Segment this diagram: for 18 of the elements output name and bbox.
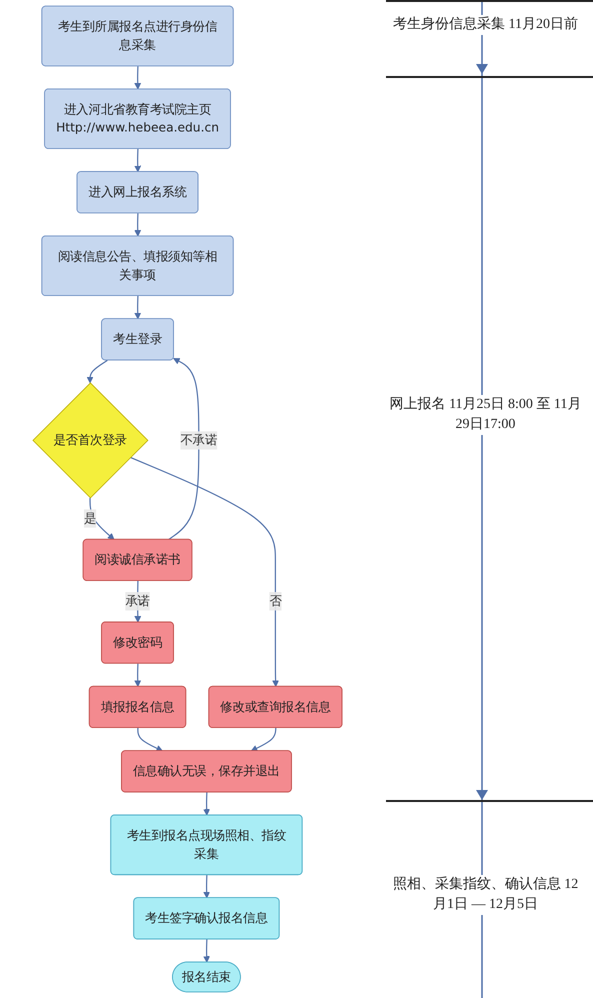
edge-label: 是: [84, 510, 96, 526]
node-diamond: 是否首次登录: [32, 382, 148, 498]
arrow: [203, 875, 210, 898]
arrow: [203, 792, 210, 816]
arrow: [137, 728, 163, 752]
arrow: [134, 296, 142, 320]
arrow: [203, 939, 210, 963]
arrow: [134, 664, 142, 687]
arrow: [250, 728, 276, 752]
arrow: [86, 360, 108, 384]
edge-label: 不承诺: [180, 432, 218, 448]
arrow: [134, 213, 142, 237]
arrow: [134, 148, 142, 172]
arrow: [130, 456, 279, 687]
edge-label: 否: [269, 594, 282, 608]
arrow: [134, 66, 142, 90]
arrow: [168, 358, 200, 540]
edge-label: 承诺: [125, 594, 150, 608]
